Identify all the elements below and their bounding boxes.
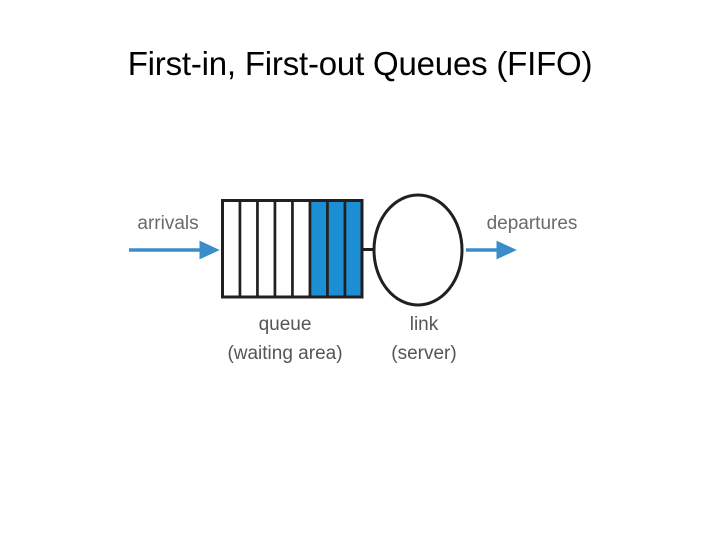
link-label-line1: link (410, 314, 439, 335)
queue-cell-2 (238, 199, 259, 299)
link-server-ellipse (372, 193, 464, 307)
queue-label-line1: queue (259, 314, 312, 335)
queue-cell-6 (308, 199, 329, 299)
queue-cell-4 (273, 199, 294, 299)
queue-cell-8 (343, 199, 364, 299)
page-title: First-in, First-out Queues (FIFO) (127, 45, 593, 82)
link-label-line2: (server) (391, 343, 456, 364)
queue-cell-7 (326, 199, 347, 299)
queue-cell-1 (221, 199, 242, 299)
arrivals-label: arrivals (137, 213, 198, 234)
queue-cell-5 (291, 199, 312, 299)
departures-label: departures (487, 213, 578, 234)
queue-cell-3 (256, 199, 277, 299)
queue-label-line2: (waiting area) (227, 343, 342, 364)
queue-box (221, 199, 364, 299)
